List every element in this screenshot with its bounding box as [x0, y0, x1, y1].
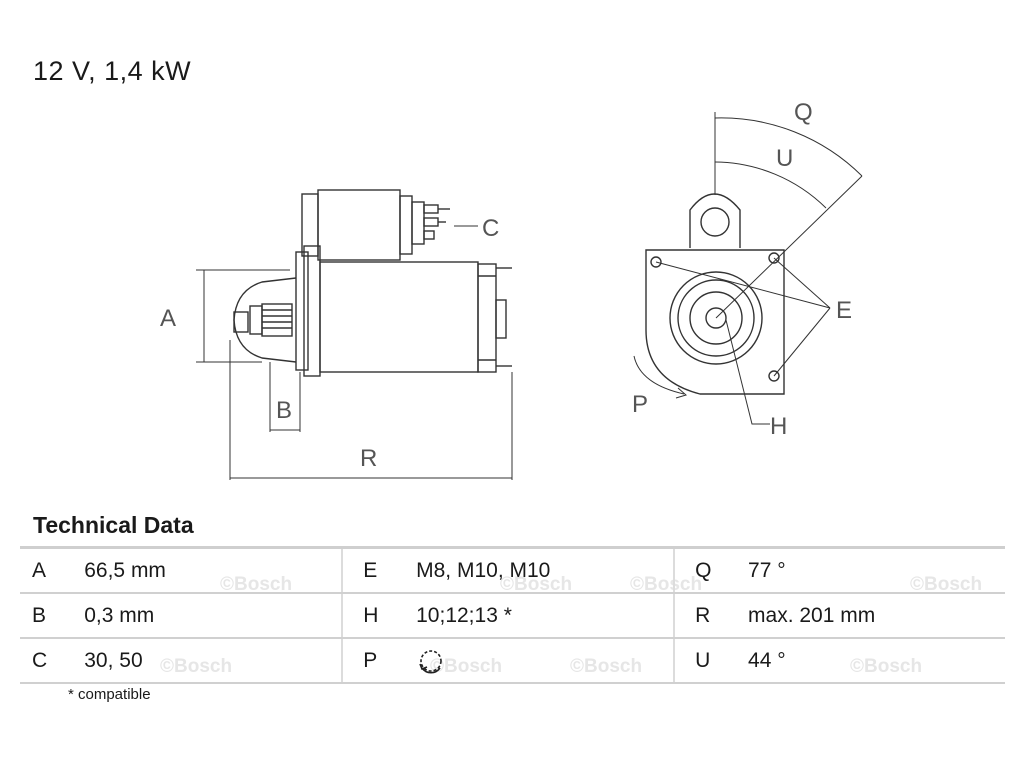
spec-key: A — [20, 547, 85, 594]
spec-value: 10;12;13 * — [416, 593, 675, 639]
technical-data-title: Technical Data — [33, 512, 194, 538]
spec-key: R — [673, 593, 749, 639]
label-u: U — [776, 145, 793, 172]
table-row: C 30, 50 P U 44 ° — [20, 638, 1005, 684]
spec-key: E — [341, 547, 417, 594]
front-view — [633, 112, 863, 425]
spec-value: 30, 50 — [84, 638, 343, 684]
label-h: H — [770, 413, 787, 440]
spec-key: C — [20, 638, 85, 684]
label-e: E — [836, 297, 852, 324]
footnote: * compatible — [68, 686, 151, 703]
spec-key: H — [341, 593, 417, 639]
spec-key: U — [673, 638, 749, 684]
spec-value: 66,5 mm — [84, 547, 343, 594]
label-c: C — [482, 215, 499, 242]
spec-key: Q — [673, 547, 749, 594]
table-row: A 66,5 mm E M8, M10, M10 Q 77 ° — [20, 547, 1005, 594]
spec-value: 44 ° — [748, 638, 1005, 684]
table-row: B 0,3 mm H 10;12;13 * R max. 201 mm — [20, 593, 1005, 639]
label-q: Q — [794, 99, 813, 126]
technical-data-table: A 66,5 mm E M8, M10, M10 Q 77 ° B 0,3 mm… — [20, 546, 1005, 684]
spec-value: M8, M10, M10 — [416, 547, 675, 594]
spec-value: max. 201 mm — [748, 593, 1005, 639]
spec-key: B — [20, 593, 85, 639]
side-view — [196, 189, 513, 480]
label-a: A — [160, 305, 176, 332]
product-title: 12 V, 1,4 kW — [33, 56, 192, 86]
rotation-direction-icon — [419, 649, 442, 673]
label-b: B — [276, 397, 292, 424]
spec-key: P — [341, 638, 417, 684]
starter-motor-drawing: A B C R Q U E P H — [160, 99, 863, 480]
spec-value: 0,3 mm — [84, 593, 343, 639]
spec-value — [416, 638, 675, 684]
spec-value: 77 ° — [748, 547, 1005, 594]
label-r: R — [360, 445, 377, 472]
label-p: P — [632, 391, 648, 418]
